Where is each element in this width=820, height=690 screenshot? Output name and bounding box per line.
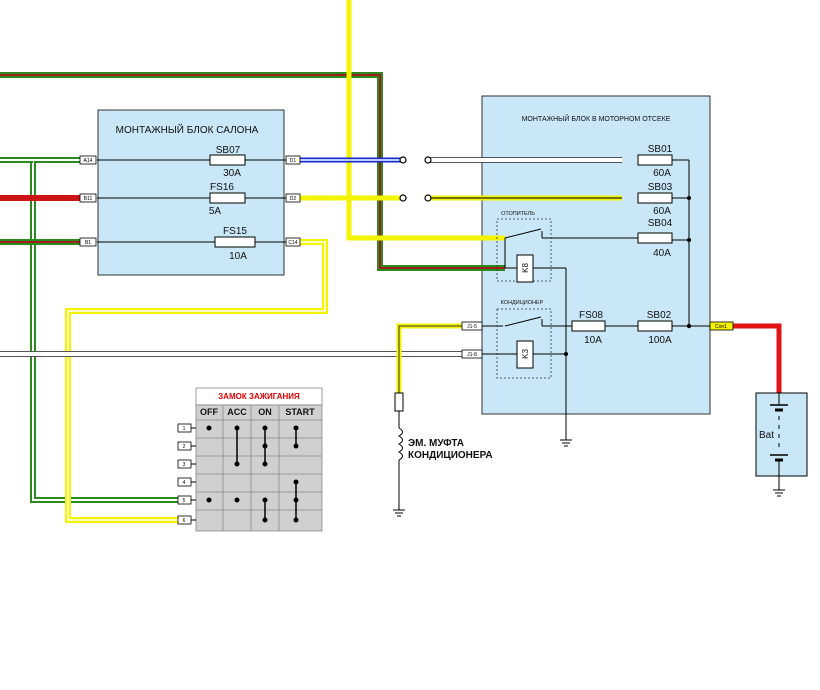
battery-box [755,392,808,477]
ignition-switch [177,387,323,532]
ignition-col-start: START [285,407,315,417]
fuse-sb07-name: SB07 [216,145,241,156]
cabin-connector-d1: D1 [290,158,297,164]
clutch-label-line2: КОНДИЦИОНЕРА [408,450,493,461]
engine-connector-shapes [461,321,734,359]
clutch-label-line1: ЭМ. МУФТА [408,438,464,449]
ac-relay-group [496,308,552,379]
wire-red-battery [733,323,782,393]
relay-k8-label: K8 [521,263,530,273]
battery-symbol [770,393,788,497]
fuse-sb02-rating: 100A [648,335,672,346]
relay-k3-coil [516,340,534,369]
relay-k8-coil [516,254,534,283]
ignition-title: ЗАМОК ЗАЖИГАНИЯ [218,392,300,401]
heater-relay-group [496,218,552,282]
ac-label: КОНДИЦИОНЕР [501,300,544,306]
ignition-grid-bg [195,404,323,532]
fuse-fs08-rating: 10A [584,335,602,346]
cabin-connector-a14: A14 [84,158,93,164]
fuse-sb01-rating: 60A [653,168,671,179]
heater-label: ОТОПИТЕЛЬ [501,211,535,217]
engine-connector-j1-8: J1-8 [467,352,477,358]
engine-mounting-block [481,95,711,415]
ignition-row-5: 5 [183,498,186,504]
cabin-fuse-shapes [209,154,256,248]
fuse-sb02-name: SB02 [647,310,672,321]
fuse-sb07-rating: 30A [223,168,241,179]
ignition-row-3: 3 [183,462,186,468]
engine-internal-lines [482,159,710,447]
ac-clutch-symbol [393,392,405,517]
ignition-row-2: 2 [183,444,186,450]
cabin-box-title: МОНТАЖНЫЙ БЛОК САЛОНА [116,123,259,136]
fuse-sb03-name: SB03 [648,182,673,193]
fuse-fs15-name: FS15 [223,226,247,237]
ignition-row-4: 4 [183,480,186,486]
wire-yellow-clutch [396,323,462,393]
fuse-fs16-name: FS16 [210,182,234,193]
engine-fuse-shapes [571,154,673,332]
cabin-connector-shapes [79,155,301,247]
fuse-sb03-rating: 60A [653,206,671,217]
engine-connector-j1-5: J1-5 [467,324,477,330]
inline-connectors [399,156,432,202]
cabin-connector-c14: C14 [288,240,297,246]
relay-k3-label: K3 [521,349,530,359]
engine-box-title: МОНТАЖНЫЙ БЛОК В МОТОРНОМ ОТСЕКЕ [522,114,671,123]
fuse-fs08-name: FS08 [579,310,603,321]
wire-yellow-heater [346,0,505,241]
ignition-col-on: ON [258,407,272,417]
ignition-col-off: OFF [200,407,218,417]
ignition-col-acc: ACC [227,407,247,417]
wire-yellow-white-c14 [65,239,328,523]
cabin-internal-lines [97,159,286,243]
cabin-connector-b11: B11 [84,196,93,202]
cabin-connector-b1: B1 [85,240,91,246]
fuse-fs15-rating: 10A [229,251,247,262]
fuse-fs16-rating: 5A [209,206,222,217]
fuse-sb01-name: SB01 [648,144,673,155]
wire-green-white-a14 [0,157,178,503]
ignition-row-6: 6 [183,518,186,524]
engine-connector-con1: Con1 [715,324,727,330]
ignition-row-1: 1 [183,426,186,432]
fuse-sb04-rating: 40A [653,248,671,259]
wire-top-red-green [0,72,505,271]
engine-junction-dots [564,196,692,356]
fuse-sb04-name: SB04 [648,218,673,229]
cabin-connector-d2: D2 [290,196,297,202]
battery-label: Bat [759,430,774,441]
